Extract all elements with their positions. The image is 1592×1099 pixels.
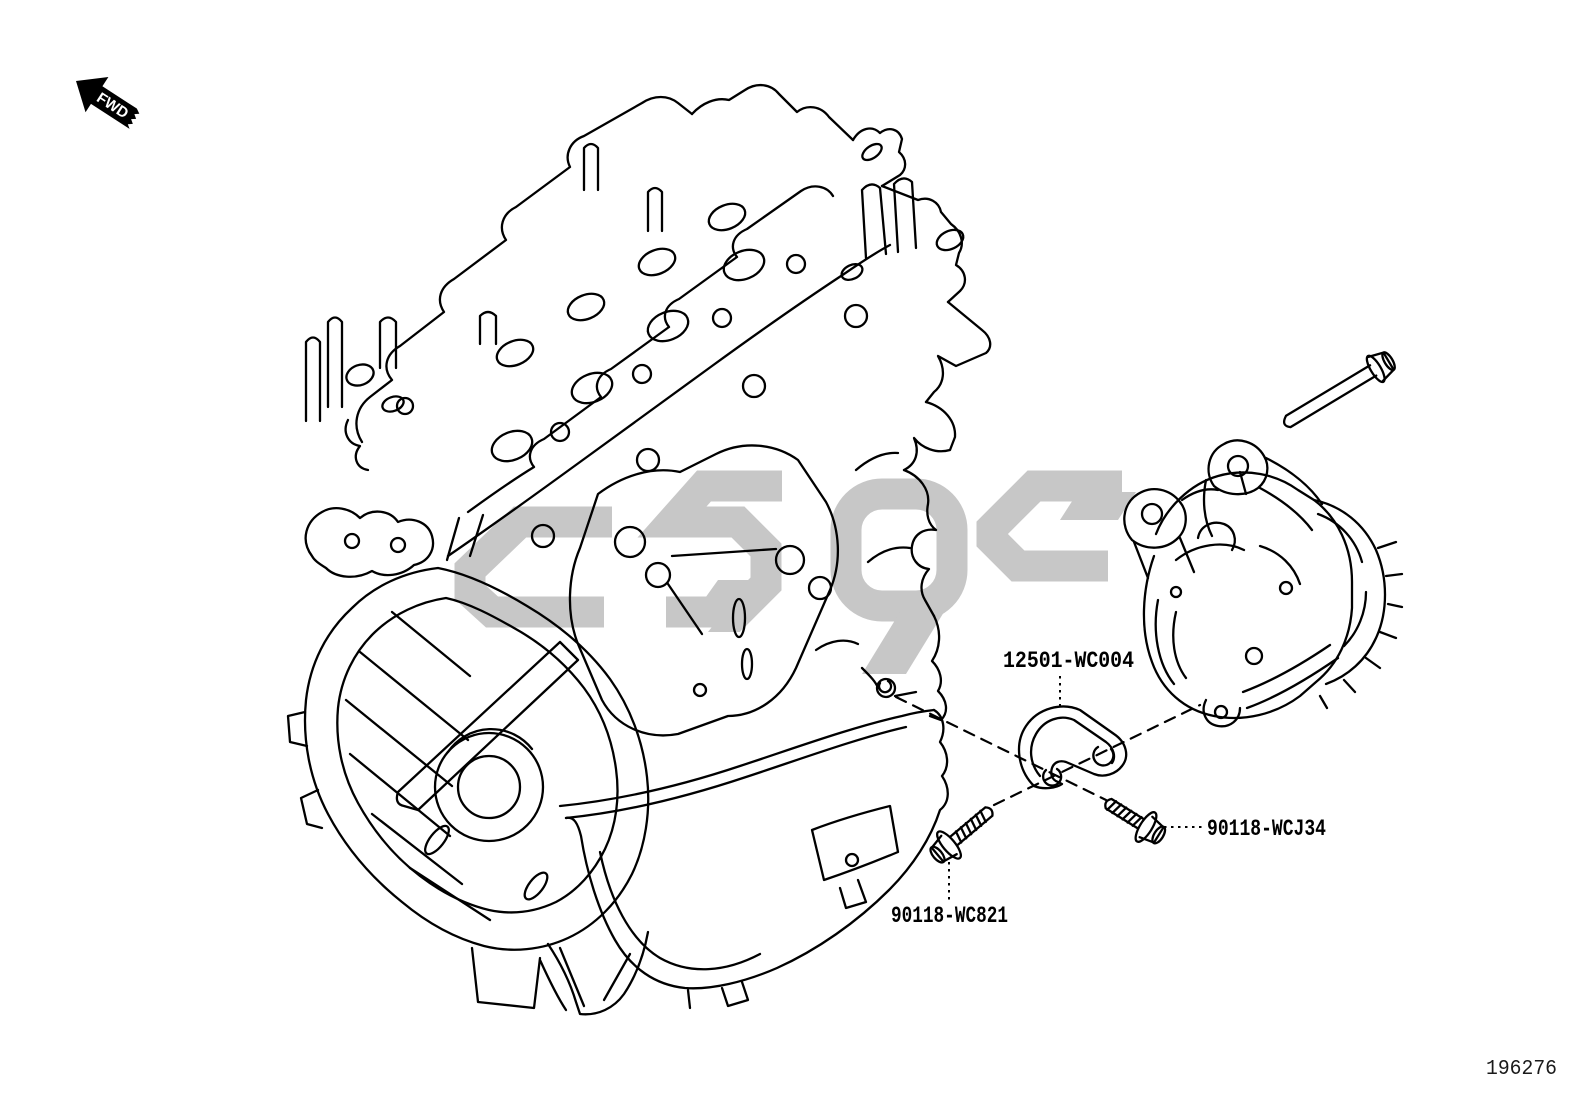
bracket-bolt-hole [1042,767,1063,787]
alternator-ear-left [1123,488,1187,549]
lifting-hook-hole [861,142,883,162]
watermark-logo [454,470,1136,674]
watermark-glyph-1 [454,506,612,628]
watermark-slash-small [708,614,754,632]
drain-plug [844,852,860,868]
watermark-glyph-4 [976,470,1122,582]
label-leader-lines [948,676,1202,903]
assembly-dashed-lines [894,695,1202,807]
crankshaft-hub-outer [433,731,545,843]
fwd-arrow: FWD [76,77,140,129]
bolt-head [929,845,946,864]
bracket-hook-hole [1092,745,1115,767]
drawing-number: 196276 [1486,1058,1557,1081]
alternator-cooling-fins [1318,540,1404,710]
alternator-ear-top [1207,439,1269,496]
watermark-glyph-4-bar [1060,492,1136,520]
pivot-bolt-head [1381,351,1396,372]
crankshaft-hub-inner [456,754,522,820]
bolt-flange [1134,811,1158,843]
pivot-bolt-drawing [1282,351,1396,429]
oil-pan-drawing [558,708,949,1010]
part-label-12501-wc004: 12501-WC004 [1003,648,1134,674]
bracket-part-drawing [1017,705,1128,790]
bolt-flange [935,830,963,860]
bolt-threads [954,809,987,844]
cylinder-block-drawing [304,400,957,812]
part-label-90118-wcj34: 90118-WCJ34 [1207,816,1326,842]
part-label-90118-wc821: 90118-WC821 [891,903,1008,929]
alternator-ear-left-hole [1140,502,1164,526]
fwd-arrow-shape [76,77,140,129]
bell-housing-drawing [286,566,650,1016]
alternator-ear-top-hole [1226,454,1250,478]
bolt-90118-wcj34-drawing [1104,797,1167,845]
engine-assembly-drawing [286,83,1404,1016]
dashed-line-boss-to-bolt [894,695,1108,802]
watermark-glyph-3 [830,478,968,622]
bolt-90118-wc821-drawing [929,806,994,864]
alternator-lower-lug-hole [1213,704,1229,720]
dashed-line-bolt-to-alternator [992,703,1202,807]
watermark-slash-large [698,580,780,608]
bolt-head [1151,825,1167,845]
alternator-drawing [1123,439,1404,728]
cylinder-head-cover-drawing [304,83,992,558]
watermark-glyph-3-tail [862,612,944,674]
bolt-threads [1106,800,1143,827]
